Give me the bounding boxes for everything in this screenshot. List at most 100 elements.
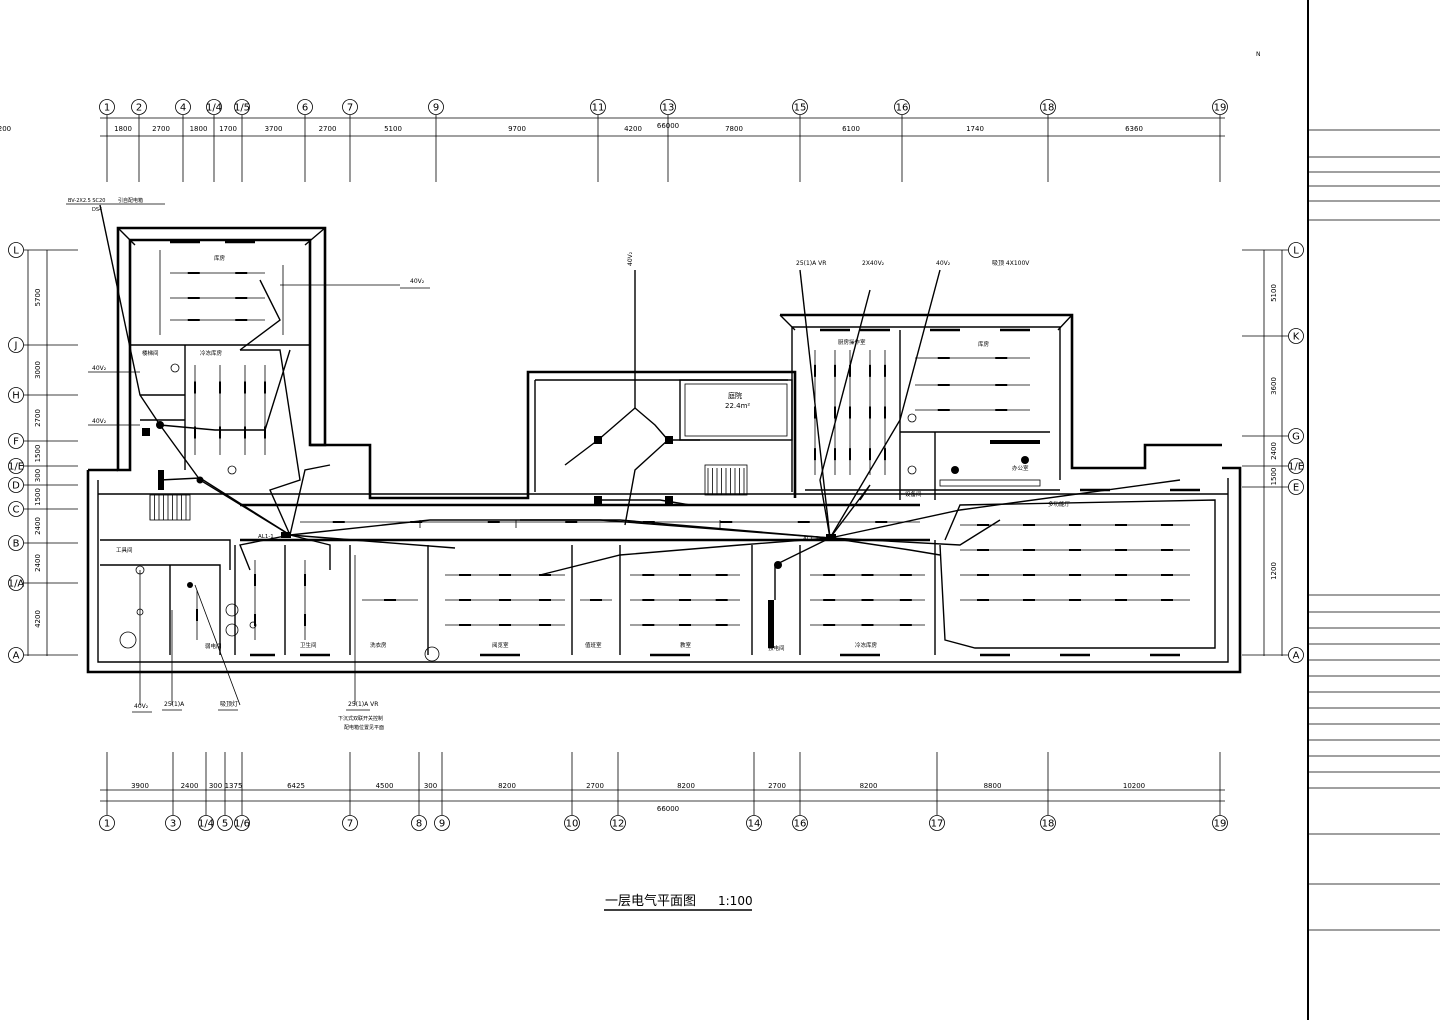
bottom-dim-value: 1375 — [225, 782, 243, 790]
fixture-dots — [119, 363, 1029, 649]
right-axis-bubble-1-label: K — [1293, 332, 1300, 343]
bottom-dim-value: 300 — [424, 782, 437, 790]
top-axis-bubble-10-label: 15 — [794, 103, 807, 114]
bottom-dim-value: 300 — [209, 782, 222, 790]
bottom-axis-bubble-11-label: 16 — [794, 819, 807, 830]
fluorescent-lamps — [159, 250, 1190, 640]
bottom-axis-bubble-13-label: 18 — [1042, 819, 1055, 830]
room-tool: 工具间 — [116, 546, 133, 554]
right-axis-bubble-5: A — [1288, 647, 1304, 663]
drawing-title-group: 一层电气平面图 1:100 — [604, 893, 753, 911]
bottom-axis-bubble-0: 1 — [99, 815, 115, 831]
left-axis-bubble-2-label: H — [12, 391, 20, 402]
top-total-dim: 66000 — [657, 122, 679, 130]
bottom-label-2: 25(1)A — [164, 701, 185, 708]
top-left-note-3: DS4 — [92, 207, 102, 213]
right-axis-bubble-0-label: L — [1293, 246, 1299, 257]
room-top-left: 库房 — [214, 254, 226, 262]
bottom-axis-bubble-10-label: 14 — [748, 819, 761, 830]
room-office: 办公室 — [1012, 464, 1029, 472]
bottom-axis-bubble-13: 18 — [1040, 815, 1056, 831]
room-hall: 多功能厅 — [1048, 500, 1071, 508]
bottom-dim-value: 6425 — [287, 782, 305, 790]
room-weak: 弱电间 — [205, 642, 222, 650]
top-axis-bubble-8-label: 11 — [592, 103, 605, 114]
bottom-axis-bubble-6-label: 8 — [416, 819, 422, 830]
left-dim-value: 4200 — [34, 610, 42, 628]
room-upper-right-b: 库房 — [978, 340, 990, 348]
left-dim-value: 2400 — [34, 554, 42, 572]
left-axis-bubble-0: L — [8, 242, 24, 258]
stair-left — [149, 494, 191, 521]
left-axis-bubble-8-label: 1/A — [8, 579, 25, 590]
top-dim-value: 2700 — [152, 125, 170, 133]
right-dim-value: 3900 — [1267, 0, 1285, 2]
bottom-axis-bubble-9-label: 12 — [612, 819, 625, 830]
right-axis-bubble-1: K — [1288, 328, 1304, 344]
left-dim-value: 300 — [34, 469, 42, 482]
room-strong: 强电间 — [768, 644, 785, 652]
bottom-dim-value: 10200 — [1123, 782, 1145, 790]
top-axis-bubble-11-label: 16 — [896, 103, 909, 114]
building-walls — [86, 226, 1242, 674]
right-dim-value: 3600 — [1270, 377, 1278, 395]
top-axis-bubble-7: 9 — [428, 99, 444, 115]
left-axis-column: LJHF1/EDCB1/AA57003000270015003001500240… — [8, 242, 78, 663]
bottom-axis-bubble-11: 16 — [792, 815, 808, 831]
wiring-runs — [99, 204, 1216, 706]
left-axis-bubble-3-label: F — [13, 437, 19, 448]
right-dim-value: 1200 — [1270, 562, 1278, 580]
top-dim-value: 1800 — [114, 125, 132, 133]
room-reading: 阅览室 — [492, 641, 509, 649]
top-axis-bubble-12-label: 18 — [1042, 103, 1055, 114]
bottom-axis-bubble-1-label: 3 — [170, 819, 176, 830]
top-axis-bubble-13: 19 — [1212, 99, 1228, 115]
feeder-label-4: 40V₂ — [627, 251, 634, 266]
right-axis-bubble-3: 1/E — [1288, 458, 1304, 474]
room-courtyard: 庭院 — [728, 391, 742, 400]
top-dim-value: 3700 — [265, 125, 283, 133]
room-cold-store: 冷冻库房 — [200, 349, 223, 357]
top-dim-value: 1740 — [966, 125, 984, 133]
right-axis-bubble-3-label: 1/E — [1288, 462, 1304, 473]
bottom-axis-bubble-7-label: 9 — [439, 819, 445, 830]
left-axis-bubble-9: A — [8, 647, 24, 663]
top-dim-value: 9700 — [508, 125, 526, 133]
left-dim-value: 2400 — [34, 517, 42, 535]
bottom-axis-bubble-14-label: 19 — [1214, 819, 1227, 830]
bottom-dim-value: 3900 — [131, 782, 149, 790]
bottom-axis-bubble-12: 17 — [929, 815, 945, 831]
left-dim-value: 3000 — [34, 361, 42, 379]
right-axis-bubble-4: E — [1288, 479, 1304, 495]
bottom-axis-bubble-0-label: 1 — [104, 819, 110, 830]
top-axis-bubble-5: 6 — [297, 99, 313, 115]
left-axis-bubble-3: F — [8, 433, 24, 449]
title-block — [1307, 0, 1440, 1020]
left-axis-bubble-4-label: 1/E — [8, 462, 24, 473]
room-classroom: 教室 — [680, 641, 692, 649]
left-axis-bubble-0-label: L — [13, 246, 19, 257]
bottom-axis-bubble-5: 7 — [342, 815, 358, 831]
left-dim-value: 1500 — [34, 488, 42, 506]
bottom-note-1: 下沉式双联开关控制 — [338, 715, 383, 722]
bottom-axis-bubble-4-label: 1/6 — [234, 819, 250, 830]
left-axis-bubble-6: C — [8, 501, 24, 517]
room-courtyard-area: 22.4m² — [725, 402, 750, 410]
bottom-total-dim: 66000 — [657, 805, 679, 813]
right-dim-value: 5100 — [1270, 284, 1278, 302]
top-dim-value: 1700 — [219, 125, 237, 133]
bottom-dim-value: 8800 — [984, 782, 1002, 790]
top-axis-bubble-2: 4 — [175, 99, 191, 115]
left-axis-bubble-6-label: C — [13, 505, 20, 516]
top-left-note-2: 引自配电箱 — [118, 197, 143, 204]
top-axis-bubble-0: 1 — [99, 99, 115, 115]
bottom-axis-bubble-8-label: 10 — [566, 819, 579, 830]
left-axis-bubble-7: B — [8, 535, 24, 551]
top-axis-bubble-3: 1/4 — [206, 99, 222, 115]
top-dim-value: 6360 — [1125, 125, 1143, 133]
top-axis-bubble-0-label: 1 — [104, 103, 110, 114]
feeder-label-3: 40V₂ — [92, 418, 107, 425]
